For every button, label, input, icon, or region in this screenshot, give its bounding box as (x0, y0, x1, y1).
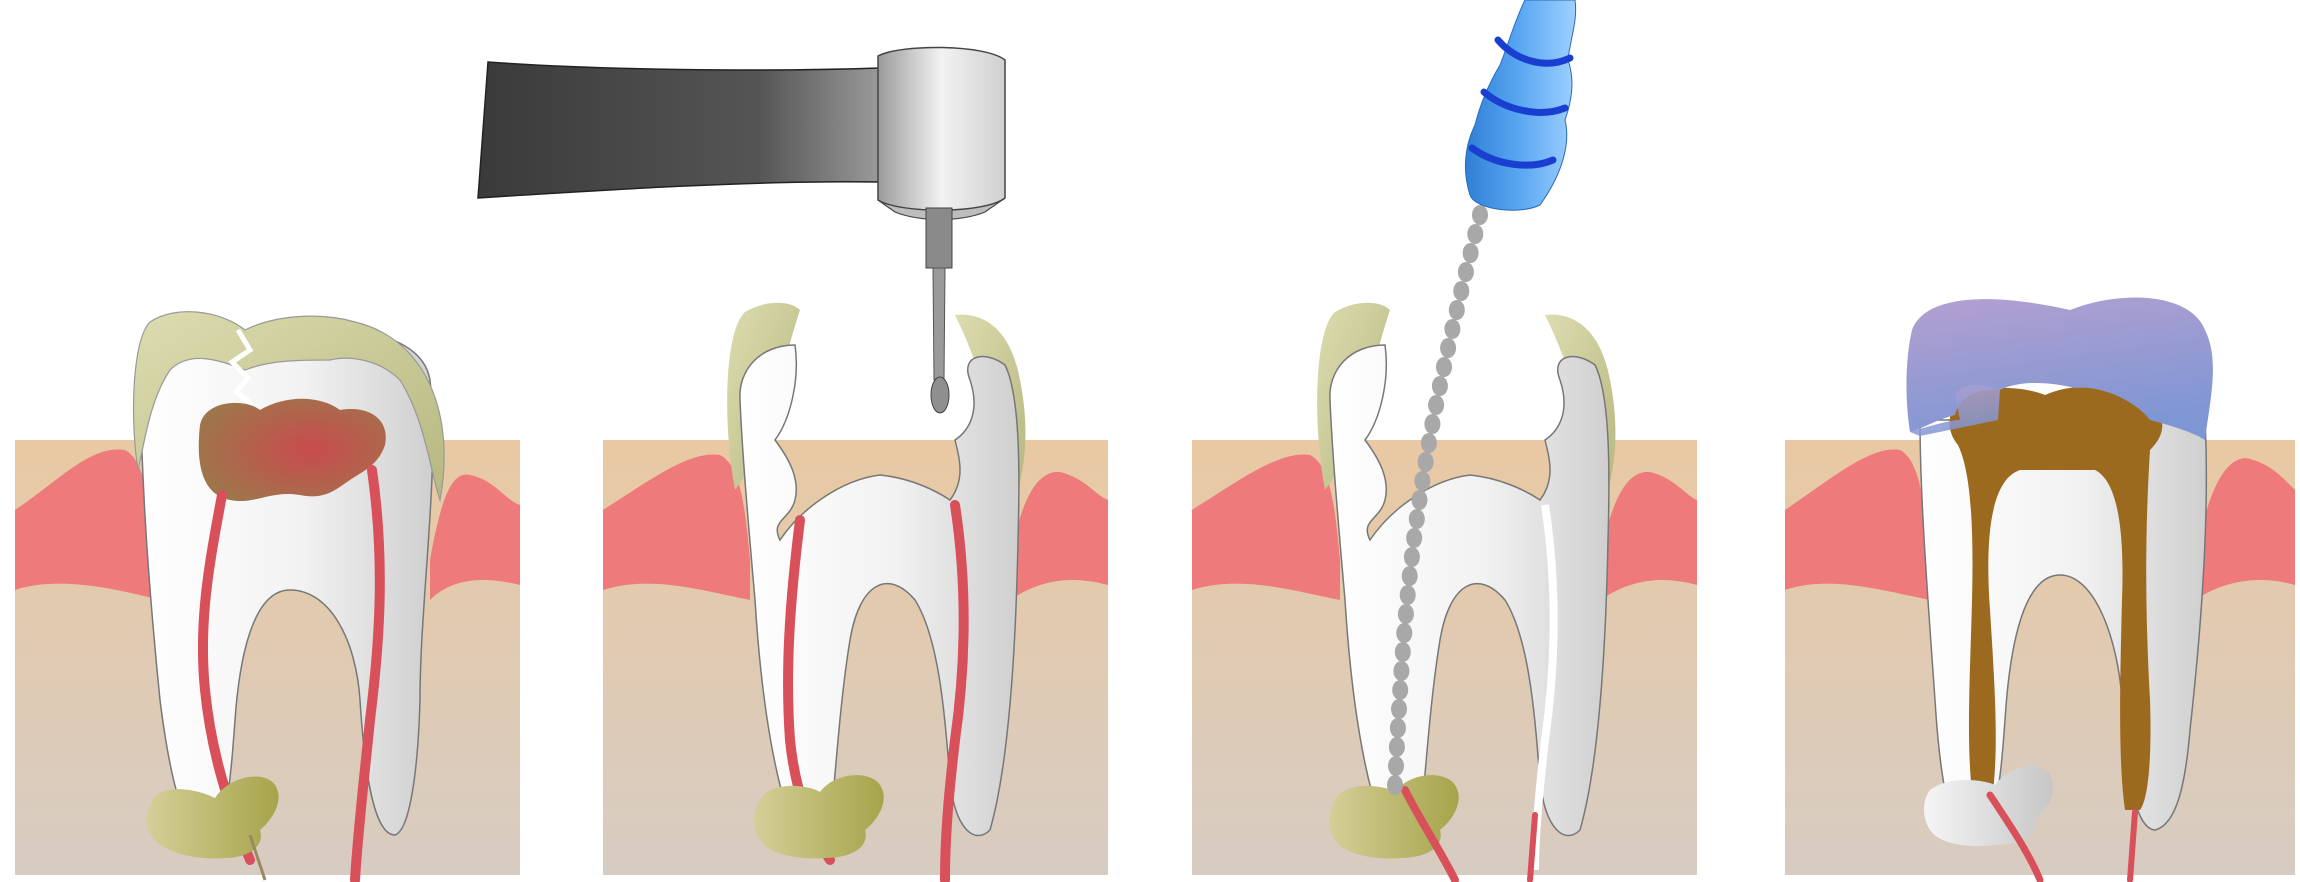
file-shaft-bead (1417, 452, 1434, 472)
crown-seat (1910, 385, 2000, 436)
file-shaft-bead (1467, 224, 1484, 244)
tooth-enamel (132, 311, 445, 503)
gum (2195, 458, 2295, 600)
drill-bit-tip (930, 376, 950, 414)
abscess (754, 775, 884, 859)
nerve-remnant (1986, 791, 2044, 882)
endodontic-file-icon (1387, 0, 1577, 795)
file-shaft-bead (1391, 699, 1407, 719)
tooth-restored (1906, 297, 2213, 882)
file-shaft-bead (1388, 737, 1405, 757)
file-shaft-bead (1472, 205, 1488, 225)
nerve-remnant (2127, 809, 2138, 882)
tooth-fracture (228, 328, 254, 406)
pulp-chamber (198, 398, 386, 502)
file-shaft-bead (1453, 281, 1470, 301)
root-canal-right (940, 500, 969, 882)
file-shaft-bead (1424, 414, 1441, 434)
drill-bit (932, 267, 946, 381)
file-shaft-bead (1444, 319, 1461, 339)
panel-step-2 (477, 46, 1108, 882)
file-shaft-bead (1399, 585, 1416, 605)
file-shaft-bead (1389, 718, 1406, 738)
abscess (146, 776, 279, 859)
gum (1192, 454, 1340, 600)
file-shaft-bead (1436, 357, 1452, 377)
file-shaft-bead (1457, 262, 1474, 282)
file-shaft-bead (1392, 680, 1409, 700)
file-shaft-bead (1428, 395, 1445, 415)
gum (1785, 449, 1930, 600)
file-shaft-bead (1396, 623, 1413, 643)
root-canal-right (350, 465, 385, 882)
nerve-remnant (1401, 786, 1459, 882)
dental-drill-icon (477, 46, 1006, 414)
panel-step-1 (15, 311, 520, 882)
file-shaft-bead (1387, 775, 1403, 795)
file-shaft-bead (1393, 661, 1410, 681)
gum (1010, 471, 1108, 600)
file-shaft-bead (1448, 300, 1465, 320)
gum (603, 454, 750, 600)
tooth (132, 311, 445, 882)
file-shaft-bead (1403, 547, 1420, 567)
panel-step-4 (1785, 297, 2295, 882)
gum (430, 474, 520, 600)
file-shaft-bead (1440, 338, 1457, 358)
file-band (1494, 36, 1574, 67)
healed-tissue (1924, 766, 2053, 847)
file-shaft-bead (1394, 642, 1411, 662)
file-shaft-bead (1420, 433, 1437, 453)
file-shaft-bead (1411, 490, 1428, 510)
nerve-remnant (1527, 812, 1538, 882)
drill-head (877, 46, 1006, 211)
file-shaft-bead (1397, 604, 1414, 624)
file-band (1480, 88, 1569, 116)
file-band (1468, 144, 1557, 169)
tooth-opened (727, 302, 1026, 882)
file-shaft-bead (1462, 243, 1479, 263)
abscess (1329, 775, 1459, 859)
file-shaft-bead (1401, 566, 1418, 586)
file-handle (1465, 0, 1577, 211)
file-shaft-bead (1431, 376, 1448, 396)
drill-chuck (925, 207, 953, 269)
root-filling (1949, 386, 2163, 812)
nerve-exit (248, 834, 267, 881)
drill-handle (477, 61, 881, 199)
file-shaft-bead (1406, 528, 1423, 548)
file-shaft-bead (1414, 471, 1431, 491)
gum (1600, 471, 1697, 600)
panel-step-3 (1192, 0, 1697, 882)
drill-head-base (877, 197, 1006, 221)
dental-crown-icon (1906, 297, 2213, 440)
file-shaft-bead (1408, 509, 1425, 529)
gum (15, 449, 160, 600)
file-shaft-bead (1388, 756, 1404, 776)
file-shaft (1387, 205, 1488, 795)
